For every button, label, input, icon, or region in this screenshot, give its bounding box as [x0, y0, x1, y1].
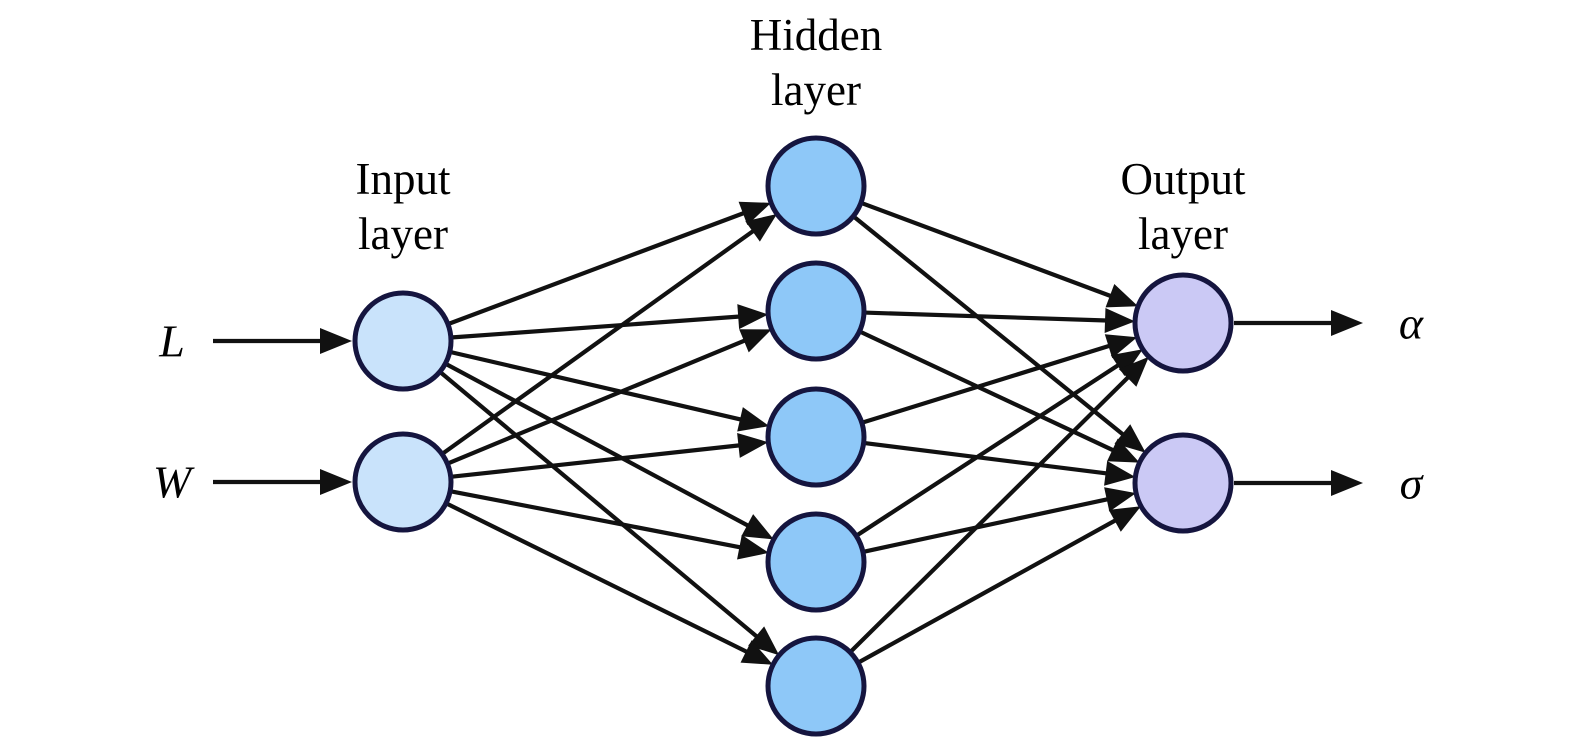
edge-hidden5-output2 [856, 506, 1141, 665]
edge-hidden3-output1 [861, 334, 1138, 425]
edges-group [213, 200, 1363, 665]
nodes-group [352, 135, 1234, 737]
output-node-2[interactable] [1132, 432, 1234, 534]
edge-hidden4-output1 [855, 349, 1143, 538]
output-label-sigma: σ [1399, 457, 1423, 509]
edge-input2-hidden3 [450, 433, 769, 479]
input-node-2[interactable] [352, 431, 454, 533]
edge-hidden2-output1 [863, 307, 1136, 333]
edge-hidden5-output1 [848, 356, 1149, 654]
input-node-1[interactable] [352, 290, 454, 392]
input-layer-title: Input layer [355, 154, 451, 259]
output-arrow-2 [1234, 470, 1363, 496]
hidden-node-1[interactable] [765, 135, 867, 237]
edge-input1-hidden4 [444, 361, 774, 540]
edge-input1-hidden1 [447, 201, 772, 327]
input-label-w: W [152, 456, 192, 508]
hidden-node-2[interactable] [765, 260, 867, 362]
edge-input2-hidden2 [446, 329, 772, 466]
edge-input2-hidden1 [440, 213, 777, 456]
output-label-alpha: α [1398, 297, 1424, 349]
hidden-node-3[interactable] [765, 386, 867, 488]
output-arrow-1 [1234, 310, 1363, 336]
output-layer-title: Output layer [1120, 154, 1246, 259]
output-node-1[interactable] [1132, 272, 1234, 374]
hidden-layer-title: Hidden layer [749, 10, 883, 115]
input-arrow-l [213, 328, 352, 354]
hidden-node-5[interactable] [765, 635, 867, 737]
hidden-node-4[interactable] [765, 511, 867, 613]
edge-input2-hidden5 [445, 501, 773, 665]
edge-input2-hidden4 [449, 489, 769, 560]
input-label-l: L [159, 315, 185, 367]
edge-hidden1-output1 [860, 200, 1139, 308]
edge-input1-hidden2 [450, 304, 769, 340]
edge-hidden3-output2 [863, 440, 1136, 486]
input-arrow-w [213, 469, 352, 495]
edge-hidden4-output2 [862, 487, 1137, 554]
edge-input1-hidden3 [449, 349, 770, 432]
